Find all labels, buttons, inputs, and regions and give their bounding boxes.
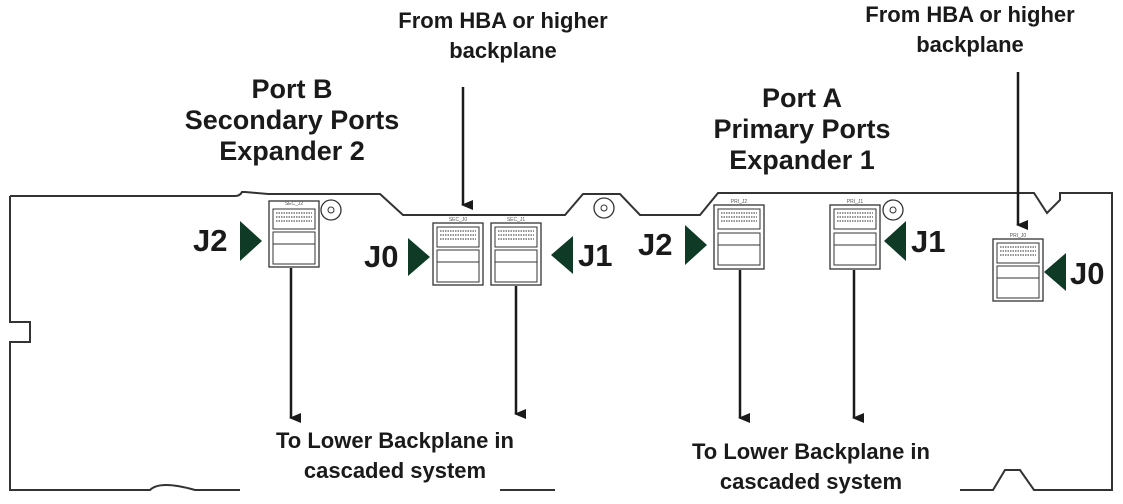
to-lower-left-line1: To Lower Backplane in	[276, 428, 514, 453]
port-a-heading: Port A Primary Ports Expander 1	[682, 83, 922, 176]
port-a-j1-label: J1	[911, 224, 946, 259]
silk-pri-j2: PRI_J2	[731, 199, 748, 205]
pointer-triangle-icon	[408, 238, 430, 276]
silk-sec-j0: SEC_J0	[449, 217, 468, 223]
pointer-triangle-icon	[1044, 253, 1066, 291]
to-lower-label-right: To Lower Backplane in cascaded system	[661, 437, 961, 497]
port-b-heading: Port B Secondary Ports Expander 2	[172, 74, 412, 167]
from-hba-label-right: From HBA or higher backplane	[830, 0, 1110, 60]
from-hba-left-line1: From HBA or higher	[398, 8, 608, 33]
connector-sec-j0: SEC_J0	[432, 217, 484, 286]
from-hba-left-line2: backplane	[449, 38, 557, 63]
screw-hole-icon	[882, 199, 904, 221]
to-lower-right-line1: To Lower Backplane in	[692, 439, 930, 464]
connector-sec-j1: SEC_J1	[490, 217, 542, 286]
from-hba-right-line1: From HBA or higher	[865, 2, 1075, 27]
silk-sec-j2: SEC_J2	[285, 201, 304, 207]
port-a-subtitle: Primary Ports	[713, 114, 891, 144]
silk-pri-j0: PRI_J0	[1010, 233, 1027, 239]
board-outline	[9, 191, 1113, 491]
silk-sec-j1: SEC_J1	[507, 217, 526, 223]
pointer-triangle-icon	[884, 221, 906, 261]
port-b-expander: Expander 2	[219, 136, 365, 166]
to-lower-left-line2: cascaded system	[303, 458, 487, 483]
connector-pri-j2: PRI_J2	[713, 199, 765, 270]
connector-pri-j0: PRI_J0	[992, 233, 1044, 302]
port-a-j2-label: J2	[638, 227, 673, 262]
to-lower-right-line2: cascaded system	[719, 469, 903, 494]
silk-pri-j1: PRI_J1	[847, 199, 864, 205]
screw-hole-icon	[593, 197, 615, 219]
port-a-expander: Expander 1	[729, 145, 875, 175]
port-a-title: Port A	[762, 83, 842, 113]
port-a-j0-label: J0	[1070, 256, 1105, 291]
from-hba-right-line2: backplane	[916, 32, 1024, 57]
pointer-triangle-icon	[685, 225, 707, 265]
connector-pri-j1: PRI_J1	[829, 199, 881, 270]
port-b-subtitle: Secondary Ports	[184, 105, 400, 135]
port-b-j0-label: J0	[364, 239, 399, 274]
port-b-j2-label: J2	[193, 223, 228, 258]
from-hba-label-left: From HBA or higher backplane	[363, 6, 643, 66]
screw-hole-icon	[320, 199, 342, 221]
to-lower-label-left: To Lower Backplane in cascaded system	[245, 426, 545, 486]
connector-sec-j2: SEC_J2	[268, 200, 320, 268]
pointer-triangle-icon	[551, 236, 573, 274]
pointer-triangle-icon	[240, 221, 262, 261]
port-b-title: Port B	[251, 74, 333, 104]
port-b-j1-label: J1	[578, 238, 613, 273]
